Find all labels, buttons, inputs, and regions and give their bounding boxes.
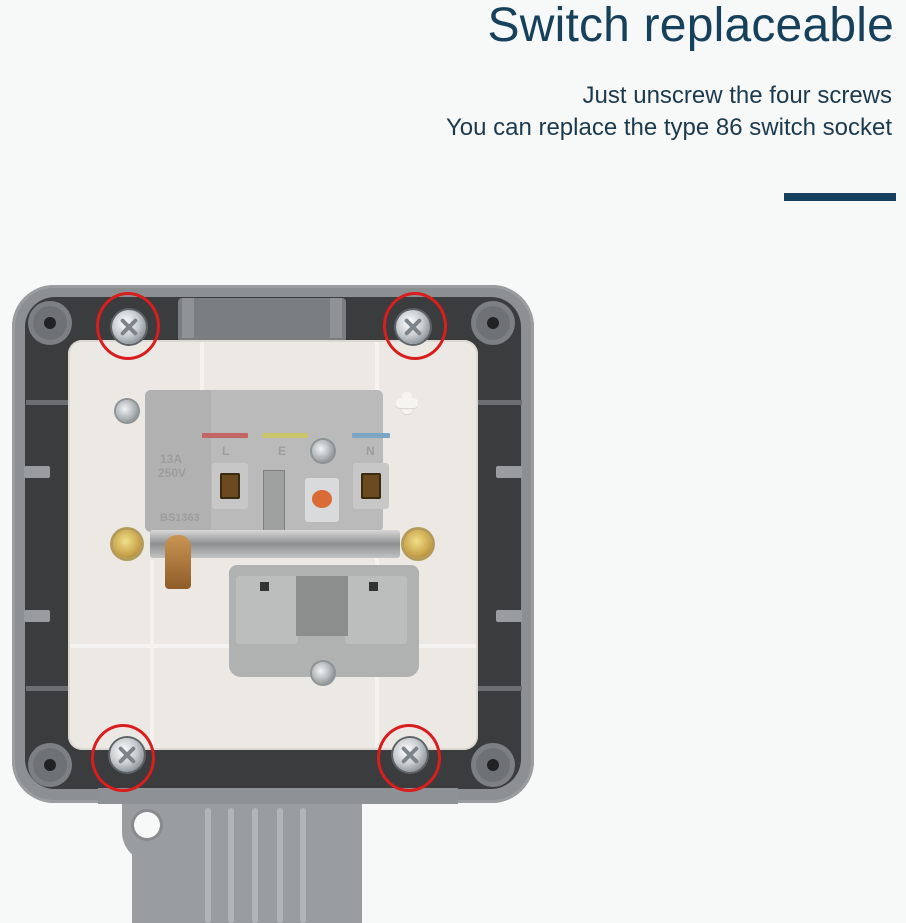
side-rib [478,686,522,691]
highlight-ring-top-right [383,292,447,360]
brass-screw-right [404,530,432,558]
plate-rib [200,342,204,390]
corner-post [33,748,67,782]
highlight-ring-top-left [96,292,160,360]
rating-label-v: 250V [158,466,187,480]
corner-post [33,306,67,340]
socket-left-block [145,390,211,532]
switch-screw [312,662,334,684]
subtitle-line-2: You can replace the type 86 switch socke… [445,114,892,141]
standard-label: BS1363 [160,512,200,524]
mount-ear [122,800,192,862]
tab-nub [330,298,342,338]
rating-label-a: 13A [160,452,183,466]
enclosure-bottom-lip [98,788,458,804]
side-rib [26,686,70,691]
stem-fin [277,808,283,923]
accent-bar [784,193,896,201]
earth-color-strip [262,433,308,438]
terminal-label-e: E [278,444,287,458]
terminal-label-l: L [222,444,230,458]
terminal-hole [361,473,381,499]
highlight-ring-bottom-right [377,724,441,792]
switch-gap [296,576,348,636]
stem-fin [300,808,306,923]
earth-pin-clip [263,470,285,534]
small-screw [116,400,138,422]
mounting-bar [150,530,400,558]
switch-rocker-right [345,576,407,644]
enclosure-top-tab [178,298,346,342]
earth-screw [312,440,334,462]
tab-nub [182,298,194,338]
side-rib [26,400,70,405]
highlight-ring-bottom-left [91,724,155,792]
side-clip [496,610,522,622]
neutral-color-strip [352,433,390,438]
mount-hole [134,812,160,838]
header-title: Switch replaceable [487,0,894,52]
terminal-label-n: N [366,444,375,458]
rocker-indicator [260,582,269,591]
stem-fin [205,808,211,923]
side-clip [24,610,50,622]
side-clip [496,466,522,478]
rocker-indicator [369,582,378,591]
stem-fin [228,808,234,923]
live-terminal [212,463,248,509]
stem-fin [252,808,258,923]
plate-rib [150,560,154,748]
brass-screw-left [113,530,141,558]
earth-lug [165,535,191,589]
switch-rocker-left [236,576,298,644]
corner-post [476,748,510,782]
subtitle-line-1: Just unscrew the four screws [582,82,892,109]
earth-contact [305,478,339,522]
live-color-strip [202,433,248,438]
corner-post [476,306,510,340]
terminal-hole [220,473,240,499]
neutral-terminal [353,463,389,509]
plate-cross-mark [396,392,418,414]
side-clip [24,466,50,478]
side-rib [478,400,522,405]
